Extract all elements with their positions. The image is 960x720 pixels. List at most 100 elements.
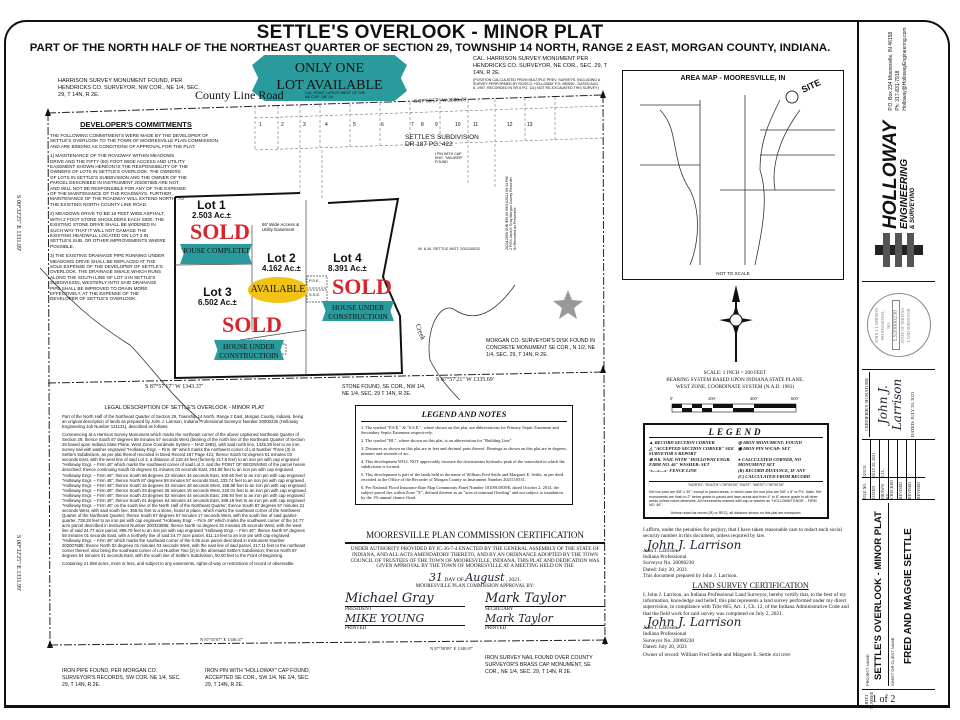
plan-commission-heading: MOORESVILLE PLAN COMMISSION CERTIFICATIO…: [345, 530, 605, 544]
mid-line: [47, 371, 605, 384]
lot-name: Lot 3: [203, 285, 232, 299]
legend-item: ◉ IRON PIN W/CAP: SET: [738, 445, 791, 451]
lot-name: Lot 1: [197, 198, 226, 212]
seal-stamp: JOHN J. LARRISON PROFESSIONAL NO. LS2000…: [866, 293, 931, 358]
site-marker-icon: [785, 90, 799, 104]
lot-area: 6.502 Ac.±: [198, 298, 237, 307]
scale-line: SCALE: 1 INCH = 200 FEET: [703, 370, 767, 376]
project-label: PROJECT NAME:: [865, 653, 870, 686]
bearing-system-line: BEARING SYSTEM BASED UPON INDIANA STATE …: [666, 377, 804, 383]
plan-commission-text: UNDER AUTHORITY PROVIDED BY IC-36-7-4 EN…: [350, 546, 600, 570]
surveyor-title: Indiana Professional: [643, 554, 687, 561]
lot-4-status-banner: HOUSE UNDER CONSTRUCTIOIN: [322, 301, 394, 321]
company-logo: HOLLOWAY ENGINEERING & SURVEYING P.O. Bo…: [862, 21, 935, 281]
note-item: 4. This development WILL NOT appreciably…: [361, 459, 565, 469]
meeting-date: 31 DAY OF August , 2021.: [345, 571, 605, 584]
note-item: 3. Distances as shown on this plat are i…: [361, 446, 567, 456]
sub-lot: 5: [353, 122, 356, 128]
recorder-stamp: 202112569 SUB $55.00 09/01/2021 09:14 PM…: [505, 176, 517, 250]
settles-subdivision-label: SETTLE'S SUBDIVISION DR 187 PG. 422: [405, 134, 479, 148]
legend-item: △ "ACCEPTED SECTION CORNER" SEE SURVEYOR…: [649, 445, 734, 457]
certifier-cell: CERTIFIER'S SIGNATURE John J. Larrison D…: [862, 369, 935, 439]
seal-number: LS20000230: [891, 300, 900, 351]
creek-line: [428, 284, 516, 401]
south-west-bearing: N 87°55'07" E 1340.47': [200, 637, 243, 642]
title-block: SHEET NUMBER PROJECT NAME: SETTLE'S OVER…: [862, 21, 935, 711]
company-address: P.O. Box 234 Mooresville, IN 46158: [888, 31, 894, 111]
settles-subdivision-lots: [254, 97, 604, 198]
legend-label: (C) CALCULATED FROM RECORD: [738, 473, 811, 479]
surveyor-signature: John J. Larrison: [647, 614, 742, 629]
company-name-2: ENGINEERING: [899, 158, 910, 229]
banner-line-1: ONLY ONE: [294, 61, 365, 76]
surveyor-title: Indiana Professional: [643, 631, 687, 638]
area-map-roads: [640, 95, 835, 266]
certifier-signature: John J. Larrison: [876, 378, 904, 431]
area-map-title: AREA MAP - MOORESVILLE, IN: [680, 75, 786, 82]
legend-label: RECORD SECTION CORNER: [654, 440, 715, 445]
surveyor-number: Surveyor No. 20000230: [643, 560, 695, 567]
legend-item: ◎ IRON MONUMENT: FOUND: [738, 440, 802, 445]
settle-parcel-label: W. & M. SETTLE INST. 202110532: [418, 246, 480, 251]
recorder-number: 202112569: [772, 652, 791, 658]
area-map: AREA MAP - MOORESVILLE, IN SITE NOT TO S…: [622, 70, 844, 280]
sub-lot: 6: [381, 122, 384, 128]
developer-commitments: DEVELOPER'S COMMITMENTS THE FOLLOWING CO…: [50, 120, 222, 306]
corner-markers: [45, 90, 608, 648]
surveyor-dated: Dated: July 20, 2021: [643, 566, 688, 573]
printed-label: PRINTED: [345, 626, 367, 632]
day-of-label: DAY OF: [444, 577, 464, 584]
sub-lot: 9: [435, 122, 438, 128]
mid-east-bearing: S 87°57'21" W 1335.69': [436, 377, 494, 383]
west-upper-bearing: S 00°32'25" E 1331.99': [15, 194, 22, 252]
nw-monument-note: HARRISON SURVEY MONUMENT FOUND, PER HEND…: [58, 78, 200, 98]
row-label: CHECKED: [889, 477, 897, 499]
legend-label: IRON PIN W/CAP: SET: [743, 445, 791, 451]
iron-pipe-note: IRON PIPE FOUND, PER MORGAN CO. SURVEYOR…: [62, 668, 181, 688]
sub-lot: 8: [421, 122, 424, 128]
legal-paragraph: Part of the North Half of the Northeast …: [62, 414, 304, 430]
drainage-swale: [39, 267, 201, 421]
note-item: 1. The symbol "P.S.E." & "S.S.E.", where…: [361, 425, 559, 435]
scale-bar: [671, 403, 797, 413]
lot-1-status-banner: HOUSE COMPLETED: [180, 244, 252, 264]
legend-label: (R) RECORD DISTANCE, IF ANY: [738, 467, 806, 473]
west-line: [47, 112, 51, 646]
row-label: REVISED: [898, 477, 906, 499]
sub-lot: 12: [507, 122, 513, 128]
mid-west-bearing: S 87°57'17" W 1343.37': [145, 384, 203, 390]
sub-lot: 13: [527, 122, 533, 128]
sub-lot: 1: [259, 122, 262, 128]
sub-lot: 11: [473, 122, 479, 128]
row-value: 121131: [862, 465, 867, 477]
legend-item: ⊗ P.K. NAIL WITH "HOLLOWAY ENGR. FIRM NO…: [649, 456, 731, 468]
commitment-paragraph: 1) MAINTENANCE OF THE ROADWAY WITHIN MEA…: [50, 153, 189, 207]
legend-label: "ACCEPTED SECTION CORNER" SEE SURVEYOR'S…: [649, 445, 734, 457]
subdivision-lot-numbers: 1 2 3 4 5 6 7 8 9 10 11 12 13: [259, 122, 559, 128]
company-phone: Ph: 317-831-7918: [895, 70, 901, 111]
printed-label: PRINTED: [485, 626, 507, 632]
certification-text: I, John J. Larrison, an Indiana Professi…: [643, 591, 849, 617]
developer-commitments-heading: DEVELOPER'S COMMITMENTS: [80, 120, 192, 129]
scale-tick: 600': [791, 396, 799, 401]
legal-description: LEGAL DESCRIPTION OF SETTLE'S OVERLOOK -…: [62, 405, 307, 569]
west-lower-bearing: S 00°32'25" E 1331.99': [15, 534, 22, 592]
owner-of-record: Owner of record: William Fred Settle and…: [643, 652, 772, 659]
south-line: [49, 639, 606, 646]
plat-subtitle: PART OF THE NORTH HALF OF THE NORTHEAST …: [29, 42, 831, 54]
row-label: REVISED: [916, 477, 925, 499]
legend-directions: "NORTH"-"SOUTH"="00°00'00" "EAST"-"WEST"…: [649, 481, 823, 487]
lot-area: 4.162 Ac.±: [262, 264, 301, 273]
row-label: DRAWN BY: [880, 477, 890, 499]
title-block-divider: [857, 20, 859, 708]
surveyor-dated: Dated: July 20, 2021: [643, 644, 688, 651]
scale-tick: 200': [708, 396, 716, 401]
project-name: SETTLE'S OVERLOOK - MINOR PLAT: [873, 511, 884, 680]
south-east-bearing: N 87°58'09" E 1340.97': [430, 646, 473, 651]
legend-and-notes: LEGEND AND NOTES 1. The symbol "P.S.E." …: [355, 405, 573, 505]
company-name: HOLLOWAY: [880, 120, 901, 229]
sub-lot: 7: [411, 122, 414, 128]
